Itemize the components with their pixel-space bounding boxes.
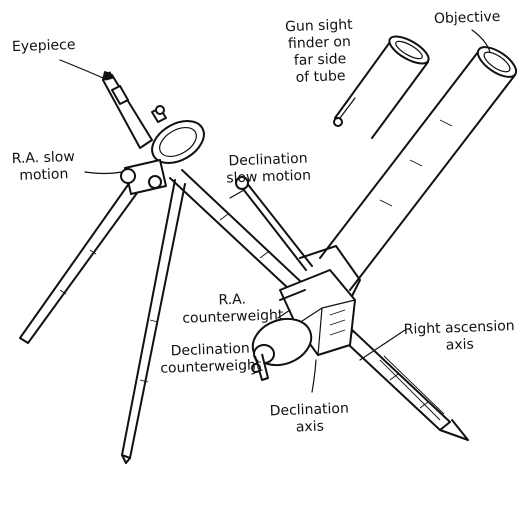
tripod-legs	[19, 174, 186, 464]
label-gun-sight-finder: Gun sight finder on far side of tube	[284, 16, 353, 86]
main-tube	[319, 46, 518, 291]
finder-tube	[333, 35, 430, 139]
label-objective: Objective	[433, 8, 501, 28]
dec-slow-motion-rod	[235, 176, 313, 271]
label-eyepiece: Eyepiece	[11, 36, 76, 56]
label-ra-counterweight: R.A. counterweight	[182, 291, 284, 327]
eyepiece-tube	[102, 71, 205, 164]
ra-slow-motion-knob	[120, 159, 167, 195]
label-declination-counterweight: Declination counterweight	[160, 340, 262, 377]
label-ra-slow-motion: R.A. slow motion	[11, 148, 76, 184]
label-declination-axis: Declination axis	[269, 400, 350, 436]
label-declination-slow-motion: Declination slow motion	[226, 150, 312, 187]
label-right-ascension-axis: Right ascension axis	[403, 318, 515, 354]
leader-lines	[59, 29, 491, 393]
counterweights	[251, 289, 313, 381]
declination-head	[279, 245, 361, 356]
